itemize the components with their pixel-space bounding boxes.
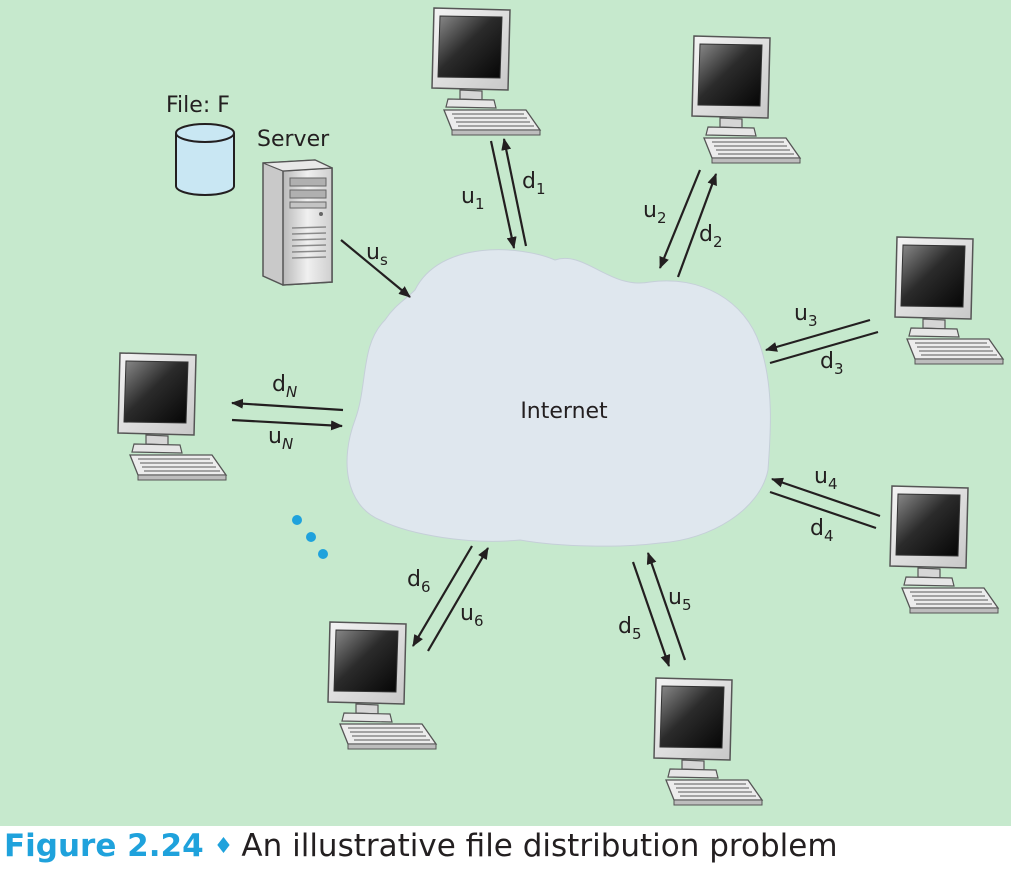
internet-label: Internet xyxy=(520,399,608,424)
download-arrow-1 xyxy=(501,138,528,247)
upload-arrow-4 xyxy=(771,477,881,518)
diamond-separator-icon: ♦ xyxy=(213,834,234,859)
rate-label-d4: d4 xyxy=(810,516,834,545)
rate-label-u6: u6 xyxy=(460,601,484,630)
download-arrow-2 xyxy=(676,173,718,278)
rate-label-u2: u2 xyxy=(643,198,667,227)
upload-arrow-N xyxy=(231,418,343,431)
rate-label-u1: u1 xyxy=(461,184,485,213)
upload-arrow-server xyxy=(340,239,411,298)
ellipsis-dots-icon xyxy=(292,515,328,559)
rate-label-uN: uN xyxy=(268,424,293,453)
internet-cloud-icon xyxy=(346,249,771,547)
rate-label-d1: d1 xyxy=(522,169,546,198)
rate-label-d3: d3 xyxy=(820,349,844,378)
upload-arrow-6 xyxy=(427,547,489,652)
rate-label-d6: d6 xyxy=(407,567,431,596)
figure-number: Figure 2.24 xyxy=(4,828,204,864)
rate-label-u4: u4 xyxy=(814,464,838,493)
server-label: Server xyxy=(257,127,330,152)
download-arrow-3 xyxy=(769,330,879,365)
upload-arrow-5 xyxy=(646,552,687,661)
upload-arrow-1 xyxy=(489,140,517,249)
rate-label-us: us xyxy=(366,240,388,269)
file-distribution-diagram: Internet File: F Server xyxy=(0,0,1011,826)
rate-label-dN: dN xyxy=(272,372,297,401)
file-label: File: F xyxy=(166,93,230,118)
download-arrow-4 xyxy=(769,490,877,530)
rate-label-u3: u3 xyxy=(794,301,818,330)
rate-label-d2: d2 xyxy=(699,222,723,251)
rate-label-d5: d5 xyxy=(618,614,642,643)
upload-arrow-3 xyxy=(765,318,871,352)
rate-label-u5: u5 xyxy=(668,585,692,614)
file-database-icon xyxy=(175,123,235,196)
download-arrow-6 xyxy=(412,545,473,647)
upload-arrow-2 xyxy=(658,169,702,269)
download-arrow-5 xyxy=(631,561,671,667)
download-arrow-N xyxy=(231,398,344,412)
server-tower-icon xyxy=(262,159,333,286)
figure-caption-text: An illustrative file distribution proble… xyxy=(241,828,838,864)
figure-caption: Figure 2.24 ♦ An illustrative file distrib… xyxy=(0,826,1011,866)
